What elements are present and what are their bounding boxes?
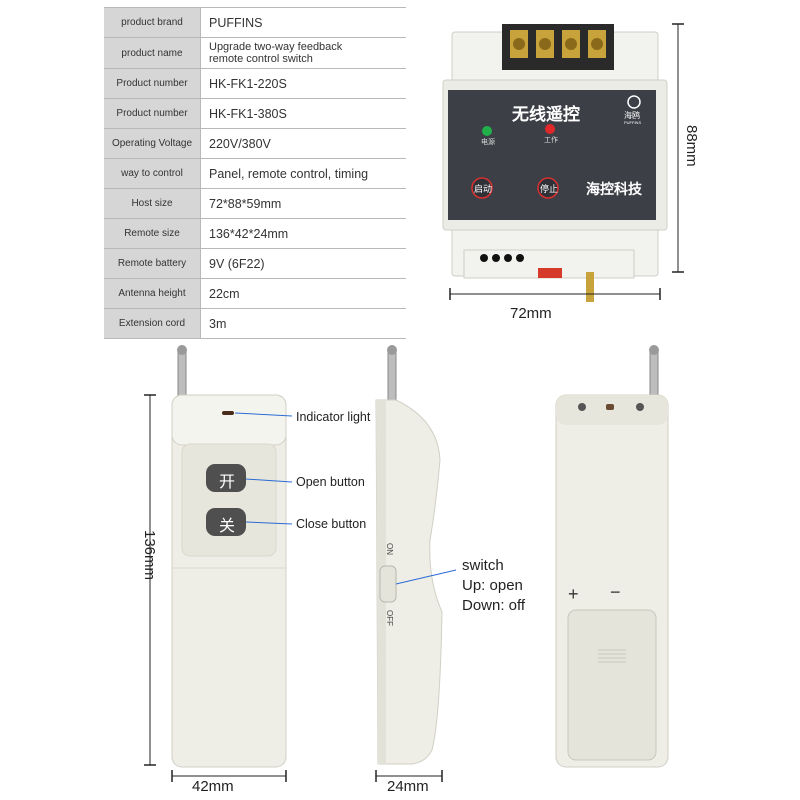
- brand-logo-icon: [627, 95, 641, 109]
- power-label: 电源: [481, 139, 495, 146]
- remote-depth-dim: 24mm: [387, 778, 429, 795]
- spec-value: 220V/380V: [209, 136, 271, 151]
- spec-value: 136*42*24mm: [209, 226, 289, 241]
- spec-row: Antenna height 22cm: [104, 279, 406, 309]
- switch-title: switch: [462, 557, 504, 574]
- open-key-glyph: 开: [219, 474, 236, 491]
- power-switch[interactable]: [379, 565, 397, 603]
- spec-table: product brand PUFFINS product name Upgra…: [104, 7, 406, 339]
- spec-row: product brand PUFFINS: [104, 8, 406, 38]
- spec-value: HK-FK1-220S: [209, 76, 287, 91]
- spec-value: PUFFINS: [209, 15, 263, 30]
- off-label: OFF: [385, 610, 394, 626]
- controller-module: [442, 23, 684, 302]
- plus-label: +: [568, 584, 579, 604]
- spec-value: HK-FK1-380S: [209, 106, 287, 121]
- spec-label: Remote size: [104, 219, 201, 248]
- remote-height-dim: 136mm: [141, 530, 158, 581]
- spec-label: Product number: [104, 69, 201, 98]
- spec-value: 72*88*59mm: [209, 196, 282, 211]
- spec-value: 22cm: [209, 286, 240, 301]
- spec-value: Upgrade two-way feedback remote control …: [209, 41, 343, 65]
- spec-row: Operating Voltage 220V/380V: [104, 129, 406, 159]
- spec-label: Operating Voltage: [104, 129, 201, 158]
- indicator-light-label: Indicator light: [296, 410, 371, 424]
- spec-label: way to control: [104, 159, 201, 188]
- start-label: 启动: [474, 184, 493, 194]
- spec-label: Remote battery: [104, 249, 201, 278]
- spec-row: Host size 72*88*59mm: [104, 189, 406, 219]
- open-button-label: Open button: [296, 475, 365, 489]
- power-led: [482, 126, 492, 136]
- switch-down-label: Down: off: [462, 597, 526, 614]
- module-width-dim: 72mm: [510, 305, 552, 322]
- close-button[interactable]: [206, 508, 246, 536]
- switch-up-label: Up: open: [462, 577, 523, 594]
- close-button-label: Close button: [296, 517, 367, 531]
- spec-row: Product number HK-FK1-220S: [104, 69, 406, 99]
- work-label: 工作: [544, 137, 558, 144]
- spec-label: product brand: [104, 8, 201, 37]
- spec-label: Antenna height: [104, 279, 201, 308]
- spec-value: 3m: [209, 316, 227, 331]
- antenna-connector-icon: [586, 272, 594, 302]
- remote-side: [375, 345, 457, 782]
- spec-row: product name Upgrade two-way feedback re…: [104, 38, 406, 69]
- module-brand-en: PUFFINS: [624, 120, 642, 125]
- spec-row: Remote size 136*42*24mm: [104, 219, 406, 249]
- spec-row: Product number HK-FK1-380S: [104, 99, 406, 129]
- spec-row: Extension cord 3m: [104, 309, 406, 339]
- close-key-glyph: 关: [219, 518, 236, 535]
- spec-label: Extension cord: [104, 309, 201, 338]
- remote-back: [555, 345, 669, 768]
- remote-width-dim: 42mm: [192, 778, 234, 795]
- spec-label: Host size: [104, 189, 201, 218]
- work-led: [545, 124, 555, 134]
- start-button[interactable]: [471, 177, 493, 199]
- remote-front: [144, 345, 293, 782]
- indicator-light: [222, 411, 234, 415]
- company-label: 海控科技: [586, 181, 642, 197]
- stop-button[interactable]: [537, 177, 559, 199]
- spec-row: way to control Panel, remote control, ti…: [104, 159, 406, 189]
- spec-label: Product number: [104, 99, 201, 128]
- spec-value: Panel, remote control, timing: [209, 166, 369, 181]
- module-title: 无线遥控: [512, 105, 580, 124]
- battery-cover[interactable]: [567, 609, 657, 761]
- module-brand-cn: 海鸥: [624, 111, 640, 120]
- spec-label: product name: [104, 38, 201, 68]
- stop-label: 停止: [540, 184, 559, 194]
- minus-label: −: [610, 582, 621, 602]
- module-height-dim: 88mm: [683, 125, 700, 167]
- on-label: ON: [385, 543, 394, 555]
- open-button[interactable]: [206, 464, 246, 492]
- spec-value: 9V (6F22): [209, 256, 265, 271]
- spec-row: Remote battery 9V (6F22): [104, 249, 406, 279]
